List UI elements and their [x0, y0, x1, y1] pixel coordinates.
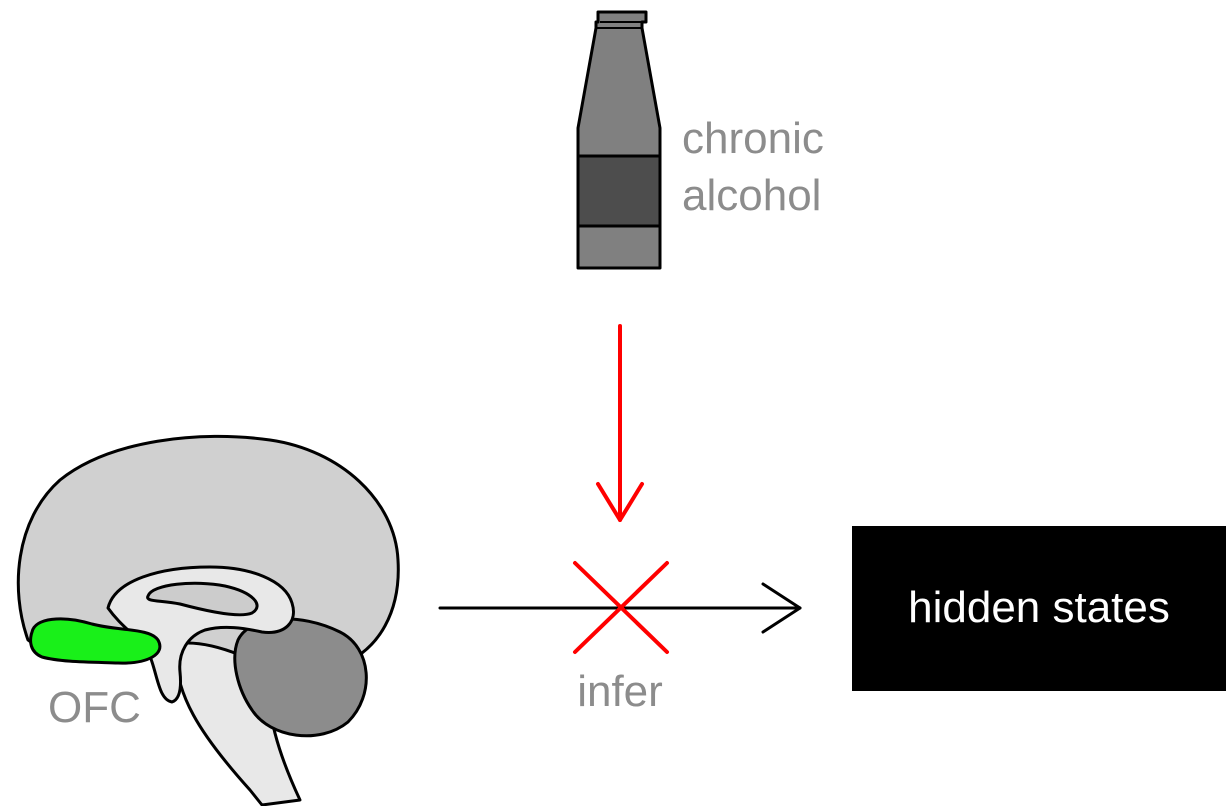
alcohol-label-line2: alcohol [682, 171, 821, 220]
bottle-body [578, 12, 660, 268]
hidden-states-label: hidden states [908, 583, 1170, 632]
infer-label: infer [577, 667, 663, 716]
inhibit-arrow [598, 326, 642, 520]
brain-icon [18, 436, 398, 805]
alcohol-label-line1: chronic [682, 114, 824, 163]
bottle-icon [578, 12, 660, 268]
bottle-label-band [578, 156, 660, 226]
ofc-label: OFC [48, 683, 141, 732]
